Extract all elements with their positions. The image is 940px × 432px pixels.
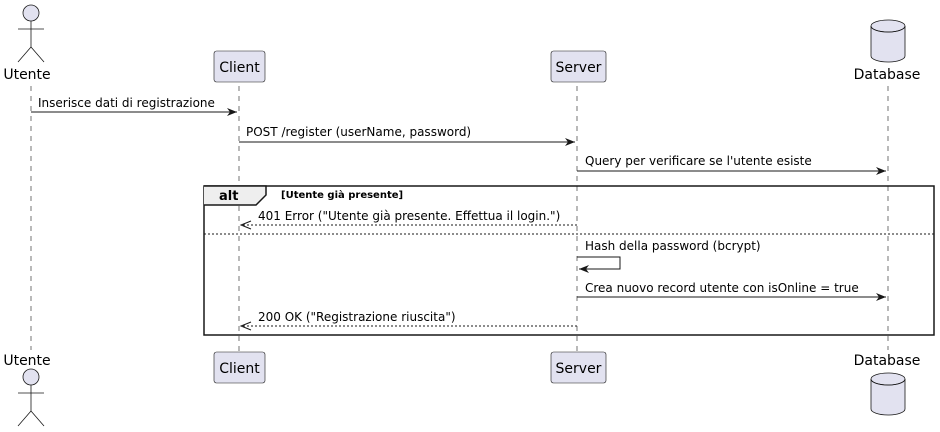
message-label: Crea nuovo record utente con isOnline = …: [585, 281, 859, 295]
database-icon: [870, 19, 906, 63]
actor-icon: [17, 368, 45, 427]
participant-server-box-top: [550, 50, 607, 83]
database-icon: [870, 372, 906, 416]
message-arrowhead: [239, 321, 252, 331]
participant-utente-label-bottom: Utente: [3, 353, 50, 369]
participant-database-label-bottom: Database: [854, 353, 921, 369]
alt-fragment-tab: [204, 185, 267, 206]
message-label: Query per verificare se l'utente esiste: [585, 154, 812, 168]
message-arrowhead: [239, 220, 252, 230]
participant-database-label-top: Database: [854, 67, 921, 83]
alt-guard: [Utente già presente]: [281, 189, 403, 201]
message-label: 200 OK ("Registrazione riuscita"): [258, 310, 456, 324]
alt-fragment: [203, 185, 935, 336]
message-arrow: [577, 256, 621, 273]
message-label: Inserisce dati di registrazione: [38, 96, 215, 110]
participant-utente-label-top: Utente: [3, 67, 50, 83]
participant-server-label-bottom: Server: [556, 361, 602, 377]
participant-server-box-bottom: [550, 351, 607, 384]
message-label: 401 Error ("Utente già presente. Effettu…: [258, 209, 560, 223]
participant-client-label-bottom: Client: [219, 361, 260, 377]
participant-client-label-top: Client: [219, 60, 260, 76]
participant-server-label-top: Server: [556, 60, 602, 76]
message-label: POST /register (userName, password): [246, 125, 471, 139]
participant-client-box-bottom: [213, 351, 266, 384]
alt-keyword: alt: [219, 189, 238, 204]
message-label: Hash della password (bcrypt): [585, 239, 761, 253]
participant-client-box-top: [213, 50, 266, 83]
actor-icon: [17, 4, 45, 63]
